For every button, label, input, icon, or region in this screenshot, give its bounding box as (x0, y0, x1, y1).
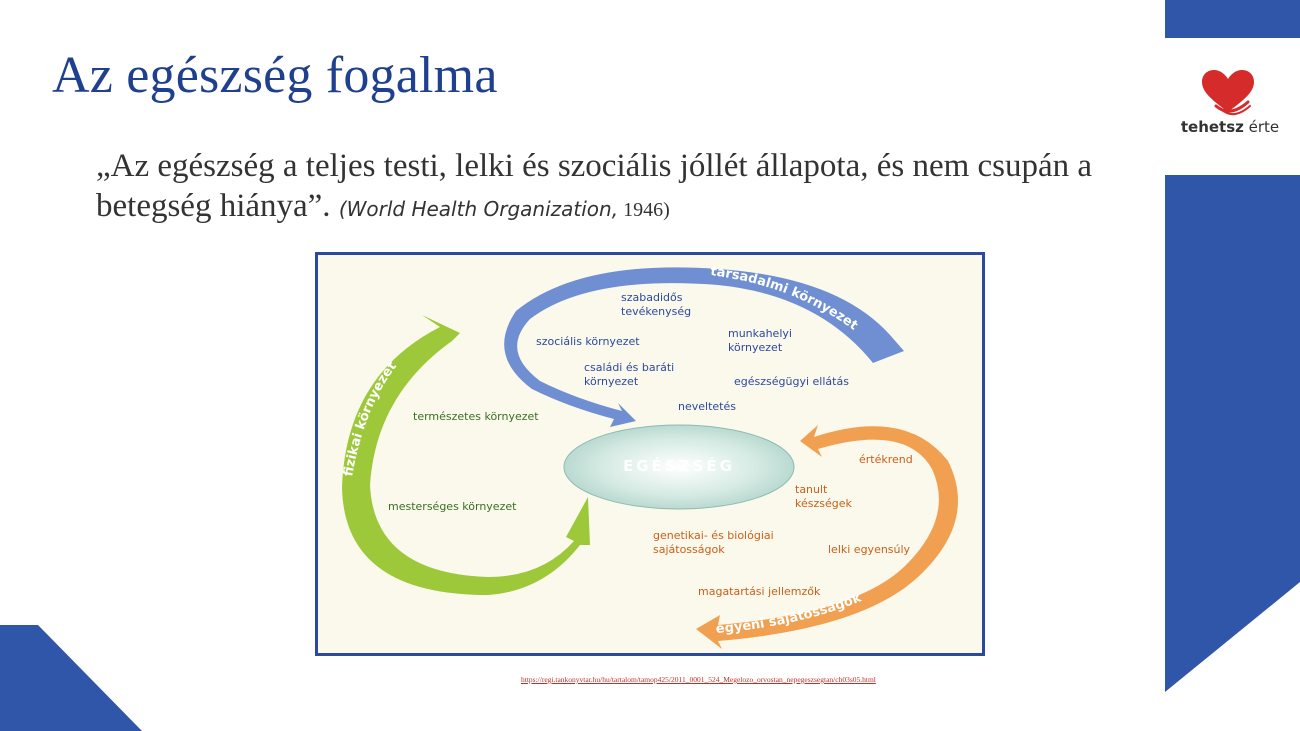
who-quote: „Az egészség a teljes testi, lelki és sz… (96, 146, 1136, 230)
health-determinants-diagram: társadalmi környezet fizikai környezet e… (315, 252, 985, 656)
individual-item: genetikai- és biológiai sajátosságok (653, 529, 774, 556)
quote-citation-year: 1946) (618, 199, 670, 221)
social-item: munkahelyi környezet (728, 327, 792, 354)
individual-characteristics-arrow (696, 425, 958, 649)
social-item: szociális környezet (536, 335, 640, 348)
health-center-label: EGÉSZSÉG (623, 457, 735, 475)
physical-item: természetes környezet (413, 410, 539, 423)
diagram-graphics: társadalmi környezet fizikai környezet e… (341, 264, 958, 649)
right-side-band (1165, 175, 1300, 692)
logo-text-regular: érte (1243, 118, 1280, 136)
logo-text-bold: tehetsz (1180, 118, 1244, 136)
bottom-left-corner-shape (0, 625, 142, 731)
quote-text: „Az egészség a teljes testi, lelki és sz… (96, 148, 1093, 224)
slide-title: Az egészség fogalma (52, 47, 498, 104)
individual-item: lelki egyensúly (828, 543, 911, 556)
social-environment-arrow (504, 267, 904, 427)
physical-item: mesterséges környezet (388, 500, 517, 513)
tehetsz-erte-logo: tehetsz érte (1168, 66, 1292, 146)
social-item: szabadidős tevékenység (621, 291, 692, 318)
heart-logo-icon (1202, 70, 1254, 116)
individual-item: értékrend (859, 453, 913, 466)
top-right-bar (1165, 0, 1300, 38)
individual-item: tanult készségek (795, 483, 852, 510)
logo-wordmark: tehetsz érte (1168, 118, 1292, 136)
social-item: családi és baráti környezet (584, 361, 675, 388)
individual-item: magatartási jellemzők (698, 585, 821, 598)
social-item: egészségügyi ellátás (734, 375, 849, 388)
social-item: neveltetés (678, 400, 736, 413)
physical-environment-arrow (342, 315, 590, 595)
quote-citation-org: (World Health Organization, (338, 197, 619, 221)
health-center-ellipse (563, 424, 795, 510)
source-link[interactable]: https://regi.tankonyvtar.hu/hu/tartalom/… (521, 675, 876, 684)
